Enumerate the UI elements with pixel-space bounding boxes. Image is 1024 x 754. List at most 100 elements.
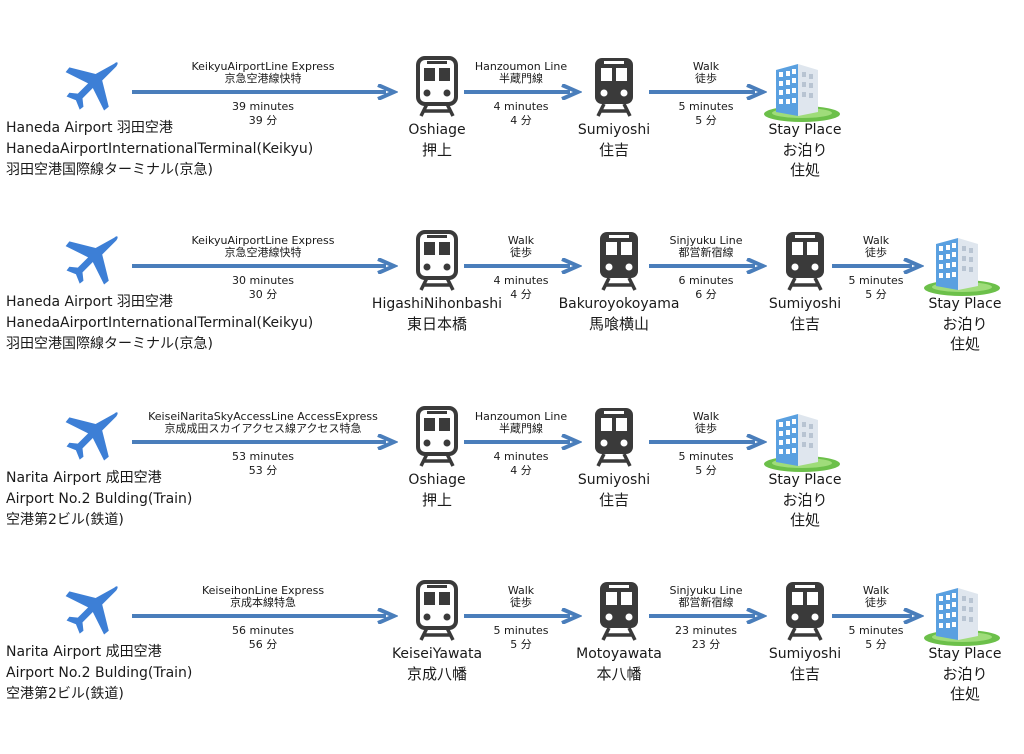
line-name-en: Walk — [692, 60, 720, 73]
route-row: Haneda Airport 羽田空港 HanedaAirportInternat… — [0, 50, 1024, 220]
arrow-icon — [832, 258, 924, 274]
duration-en: 5 minutes — [848, 274, 904, 287]
train-outline-icon — [413, 580, 461, 642]
origin-line: HanedaAirportInternationalTerminal(Keiky… — [6, 141, 314, 157]
line-name-en: Walk — [507, 584, 535, 597]
duration-ja: 30 分 — [248, 288, 278, 301]
train-filled-icon — [781, 230, 829, 292]
duration-en: 6 minutes — [678, 274, 734, 287]
duration-ja: 5 分 — [510, 638, 532, 651]
line-name-en: Sinjyuku Line — [669, 234, 743, 247]
duration-ja: 5 分 — [695, 114, 717, 127]
destination-name-ja: 住処 — [949, 335, 980, 353]
train-outline-icon — [413, 56, 461, 118]
duration-en: 23 minutes — [674, 624, 738, 637]
train-filled-icon — [590, 406, 638, 468]
duration-en: 4 minutes — [493, 100, 549, 113]
line-name-ja: 徒歩 — [510, 246, 532, 259]
duration-ja: 23 分 — [691, 638, 721, 651]
station-name-ja: 本八幡 — [596, 665, 642, 683]
station-name-en: HigashiNihonbashi — [371, 296, 503, 312]
line-name-en: Walk — [692, 410, 720, 423]
destination-name-ja: 住処 — [949, 685, 980, 703]
duration-en: 4 minutes — [493, 450, 549, 463]
origin-line: HanedaAirportInternationalTerminal(Keiky… — [6, 315, 314, 331]
line-name-ja: 京急空港線快特 — [224, 72, 302, 85]
arrow-icon — [464, 258, 582, 274]
duration-en: 56 minutes — [231, 624, 295, 637]
line-name-en: KeikyuAirportLine Express — [191, 60, 335, 73]
line-name-en: Hanzoumon Line — [474, 410, 568, 423]
line-name-ja: 京成本線特急 — [230, 596, 296, 609]
line-name-ja: 半蔵門線 — [499, 422, 543, 435]
arrow-icon — [464, 608, 582, 624]
train-filled-icon — [595, 230, 643, 292]
destination-name-ja: 住処 — [789, 511, 820, 529]
duration-ja: 56 分 — [248, 638, 278, 651]
arrow-icon — [464, 434, 582, 450]
duration-en: 5 minutes — [678, 450, 734, 463]
destination-name-ja: お泊り — [782, 491, 828, 509]
train-filled-icon — [590, 56, 638, 118]
duration-ja: 4 分 — [510, 288, 532, 301]
duration-ja: 53 分 — [248, 464, 278, 477]
duration-ja: 4 分 — [510, 114, 532, 127]
origin-line: Haneda Airport 羽田空港 — [6, 120, 173, 136]
station-name-en: Bakuroyokoyama — [558, 296, 680, 312]
line-name-ja: 都営新宿線 — [678, 596, 734, 609]
destination-name-en: Stay Place — [768, 122, 842, 138]
line-name-ja: 京成成田スカイアクセス線アクセス特急 — [164, 422, 362, 435]
destination-name-ja: お泊り — [782, 141, 828, 159]
line-name-ja: 半蔵門線 — [499, 72, 543, 85]
destination-name-ja: お泊り — [942, 665, 988, 683]
arrow-icon — [132, 434, 398, 450]
line-name-en: KeiseihonLine Express — [201, 584, 325, 597]
station-name-en: KeiseiYawata — [391, 646, 483, 662]
train-outline-icon — [413, 230, 461, 292]
airplane-icon — [60, 232, 120, 292]
duration-en: 5 minutes — [678, 100, 734, 113]
destination-name-ja: 住処 — [789, 161, 820, 179]
station-name-en: Sumiyoshi — [577, 122, 651, 138]
line-name-ja: 徒歩 — [865, 246, 887, 259]
arrow-icon — [649, 84, 767, 100]
arrow-icon — [132, 84, 398, 100]
duration-ja: 4 分 — [510, 464, 532, 477]
airplane-icon — [60, 582, 120, 642]
line-name-en: KeiseiNaritaSkyAccessLine AccessExpress — [148, 410, 378, 423]
line-name-en: Walk — [862, 584, 890, 597]
line-name-en: Walk — [862, 234, 890, 247]
line-name-en: Sinjyuku Line — [669, 584, 743, 597]
station-name-ja: 住吉 — [598, 491, 629, 509]
building-icon — [920, 586, 1000, 648]
arrow-icon — [464, 84, 582, 100]
train-filled-icon — [595, 580, 643, 642]
station-name-ja: 東日本橋 — [406, 315, 467, 333]
arrow-icon — [649, 258, 767, 274]
destination-label: Stay Place お泊り住処 — [730, 470, 880, 530]
station-label: Bakuroyokoyama 馬喰横山 — [544, 294, 694, 334]
arrow-icon — [132, 258, 398, 274]
duration-en: 39 minutes — [231, 100, 295, 113]
station-name-en: Sumiyoshi — [768, 296, 842, 312]
station-name-ja: 押上 — [421, 491, 452, 509]
destination-name-en: Stay Place — [768, 472, 842, 488]
station-name-ja: 馬喰横山 — [588, 315, 649, 333]
origin-line: Narita Airport 成田空港 — [6, 470, 162, 486]
station-name-ja: 押上 — [421, 141, 452, 159]
